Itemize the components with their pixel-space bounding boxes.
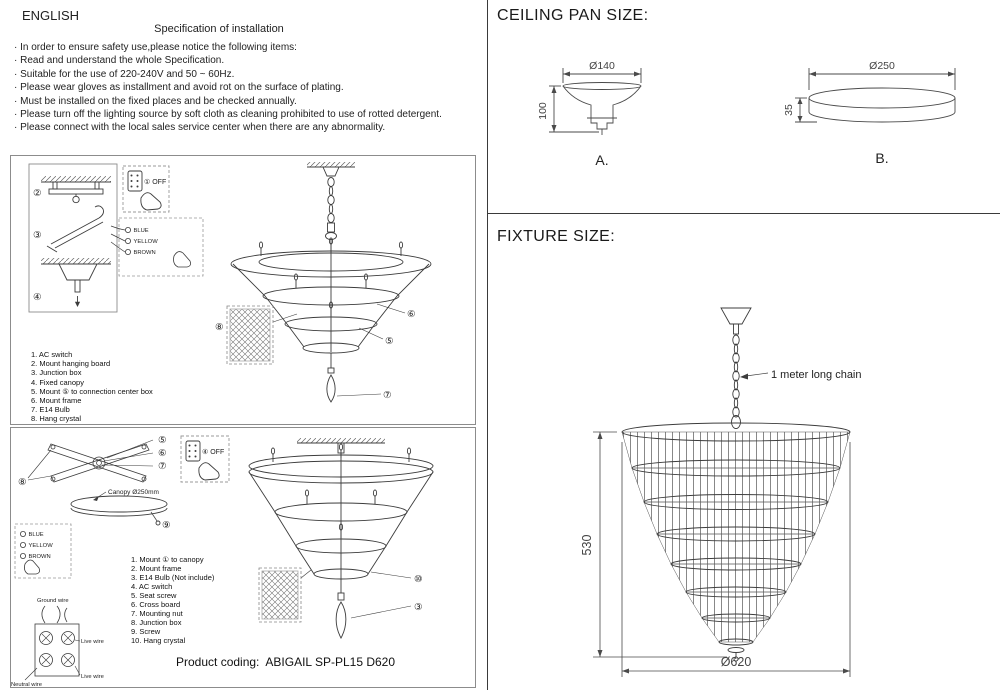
- part-item: 1. AC switch: [31, 350, 73, 359]
- canopy-size-label: Canopy Ø250mm: [108, 489, 159, 496]
- switch-off-icon: [122, 165, 170, 213]
- fixture-diameter: Ø620: [721, 655, 752, 669]
- hand-icon: [140, 192, 162, 211]
- callout-5: ⑤: [158, 435, 167, 446]
- terminal-block-diagram: [24, 605, 81, 681]
- part-item: 6. Mount frame: [31, 396, 82, 406]
- switch-off-icon: [180, 435, 230, 483]
- ceiling-pan-diagrams: Ø140 100 A. Ø250 35 B.: [537, 60, 956, 168]
- installation-diagram-2: ⑤ ⑥ ⑦ ⑧ ④ OFF: [11, 435, 434, 688]
- part-item: 3. E14 Bulb (Not include): [131, 573, 215, 582]
- part-item: 5. Mount ⑤ to connection center box: [31, 386, 153, 396]
- parts-list-1: 1. AC switch 2. Mount hanging board 3. J…: [31, 350, 153, 424]
- ceiling-pan-size-title: CEILING PAN SIZE:: [497, 7, 649, 24]
- horizontal-divider: [488, 213, 1000, 214]
- pan-a-height: 100: [537, 102, 549, 120]
- language-label: ENGLISH: [22, 8, 80, 23]
- wire-connection-box: [110, 217, 204, 277]
- installation-diagram-1: ② ③ ④ ① OFF: [28, 162, 432, 403]
- part-item: 2. Mount frame: [131, 564, 182, 573]
- callout-7: ⑦: [158, 461, 167, 472]
- callout-8: ⑧: [18, 477, 27, 488]
- part-item: 1. Mount ① to canopy: [131, 555, 204, 564]
- switch-off-label: ④ OFF: [202, 448, 224, 456]
- live-wire-label: Live wire: [81, 639, 104, 645]
- hand-icon: [198, 462, 220, 481]
- step-number-3: ③: [33, 230, 42, 241]
- fixture-size-title: FIXTURE SIZE:: [497, 228, 616, 245]
- safety-notices: · In order to ensure safety use,please n…: [14, 41, 486, 135]
- neutral-wire-label: Neutral wire: [11, 682, 42, 688]
- callout-7: ⑦: [383, 390, 392, 401]
- wire-blue-label: BLUE: [29, 532, 44, 538]
- crystal-detail-box: [258, 567, 302, 623]
- installation-section-2: ⑤ ⑥ ⑦ ⑧ ④ OFF: [10, 427, 476, 688]
- notice-line: · Please wear gloves as installment and …: [14, 82, 344, 94]
- spec-title: Specification of installation: [154, 23, 284, 35]
- height-dimension: [593, 431, 727, 658]
- part-item: 4. AC switch: [131, 582, 173, 591]
- part-item: 9. Screw: [131, 627, 161, 636]
- callout-5: ⑤: [385, 336, 394, 347]
- part-item: 2. Mount hanging board: [31, 359, 111, 369]
- diameter-dimension: [621, 442, 851, 677]
- callout-6: ⑥: [158, 448, 167, 459]
- wire-brown-label: BROWN: [29, 554, 51, 560]
- part-item: 8. Junction box: [131, 618, 182, 627]
- part-item: 10. Hang crystal: [131, 636, 186, 645]
- part-item: 4. Fixed canopy: [31, 377, 84, 387]
- fixture-body: [621, 422, 851, 662]
- part-item: 7. E14 Bulb: [31, 405, 70, 415]
- canopy-diagram: [70, 491, 168, 526]
- callout-10: ⑩: [414, 574, 423, 585]
- wire-blue-label: BLUE: [134, 228, 149, 234]
- pan-a-diagram: [549, 68, 642, 135]
- step-number-4: ④: [33, 292, 42, 303]
- chandelier-diagram-2: [248, 438, 434, 639]
- chandelier-diagram-1: [230, 162, 432, 403]
- crystal-detail-box: [226, 305, 274, 365]
- notice-line: · Please connect with the local sales se…: [14, 122, 386, 134]
- hand-icon: [173, 251, 191, 268]
- installation-section-1: ② ③ ④ ① OFF: [10, 155, 476, 425]
- part-item: 8. Hang crystal: [31, 414, 82, 424]
- part-item: 5. Seat screw: [131, 591, 177, 600]
- notice-line: · In order to ensure safety use,please n…: [14, 42, 297, 53]
- notice-line: · Must be installed on the fixed places …: [14, 95, 297, 107]
- part-item: 7. Mounting nut: [131, 609, 183, 618]
- hand-icon: [24, 559, 40, 575]
- wire-color-box: [14, 523, 72, 579]
- fixture-canopy-chain: [720, 307, 769, 429]
- callout-8: ⑧: [215, 322, 224, 333]
- callout-6: ⑥: [407, 309, 416, 320]
- pan-b-diagram: [795, 68, 956, 123]
- cross-board-diagram: [27, 439, 154, 483]
- wire-brown-label: BROWN: [134, 250, 156, 256]
- callout-9: ⑨: [162, 520, 171, 531]
- part-item: 6. Cross board: [131, 600, 181, 609]
- pan-b-diameter: Ø250: [869, 60, 895, 72]
- callout-3: ③: [414, 602, 423, 613]
- fixture-diagram: 1 meter long chain: [580, 307, 862, 677]
- fixture-height: 530: [580, 535, 594, 556]
- vertical-divider: [487, 0, 488, 690]
- product-coding: Product coding: ABIGAIL SP-PL15 D620: [176, 655, 396, 669]
- chain-length-note: 1 meter long chain: [771, 369, 862, 381]
- wire-yellow-label: YELLOW: [134, 239, 159, 245]
- live-wire-label-2: Live wire: [81, 674, 104, 680]
- part-item: 3. Junction box: [31, 368, 82, 378]
- ground-wire-label: Ground wire: [37, 598, 69, 604]
- notice-line: · Please turn off the lighting source by…: [14, 109, 442, 121]
- pan-b-label: B.: [875, 150, 888, 166]
- ceiling-steps-diagram: [28, 163, 118, 313]
- switch-off-label: ① OFF: [144, 178, 166, 186]
- pan-a-label: A.: [595, 152, 608, 168]
- pan-b-height: 35: [783, 104, 795, 116]
- notice-line: · Suitable for the use of 220-240V and 5…: [14, 68, 235, 80]
- pan-a-diameter: Ø140: [589, 60, 615, 72]
- notice-line: · Read and understand the whole Specific…: [14, 55, 225, 67]
- parts-list-2: 1. Mount ① to canopy 2. Mount frame 3. E…: [131, 555, 214, 645]
- wire-yellow-label: YELLOW: [29, 543, 54, 549]
- step-number-2: ②: [33, 188, 42, 199]
